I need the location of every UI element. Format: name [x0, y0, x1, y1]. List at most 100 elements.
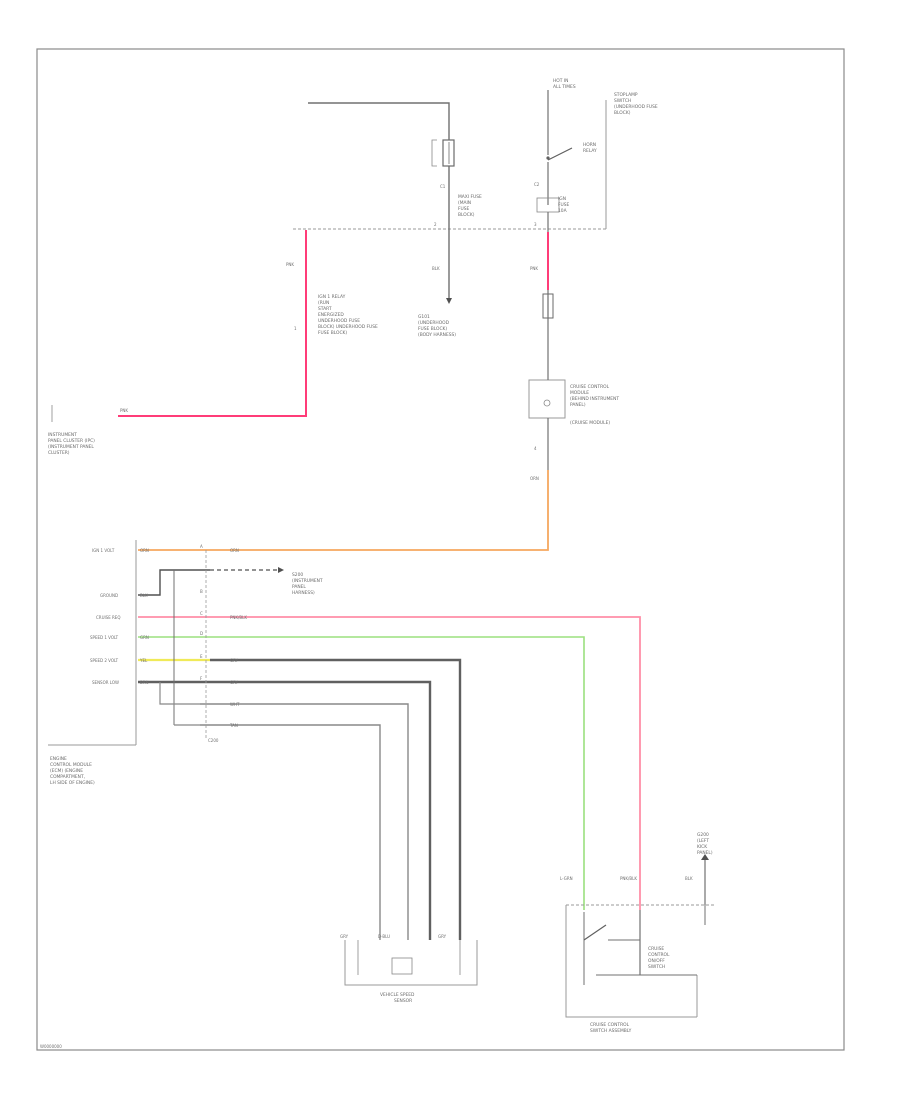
svg-text:STOPLAMP: STOPLAMP	[614, 92, 638, 98]
wire-grn	[138, 636, 585, 910]
svg-text:(UNDERHOOD: (UNDERHOOD	[418, 320, 450, 326]
svg-text:SENSOR LOW: SENSOR LOW	[92, 680, 119, 685]
svg-text:FUSE BLOCK): FUSE BLOCK)	[418, 326, 447, 332]
svg-text:KICK: KICK	[697, 844, 707, 850]
svg-text:UNDERHOOD FUSE: UNDERHOOD FUSE	[318, 318, 360, 324]
svg-text:ON/OFF: ON/OFF	[648, 958, 665, 964]
svg-text:A: A	[200, 544, 203, 549]
svg-text:4: 4	[534, 446, 537, 451]
svg-text:(LEFT: (LEFT	[697, 838, 709, 844]
ground-right-icon	[701, 854, 709, 860]
svg-text:GRY: GRY	[340, 934, 349, 939]
svg-text:SWITCH: SWITCH	[648, 964, 665, 970]
svg-text:FUSE: FUSE	[558, 202, 570, 208]
svg-text:LH SIDE OF ENGINE): LH SIDE OF ENGINE)	[50, 780, 95, 786]
svg-text:RELAY: RELAY	[583, 148, 597, 154]
svg-text:HARNESS): HARNESS)	[292, 590, 315, 596]
svg-text:FUSE BLOCK): FUSE BLOCK)	[318, 330, 347, 336]
svg-text:E: E	[200, 654, 203, 659]
svg-text:CRUISE REQ: CRUISE REQ	[96, 615, 120, 620]
wire-pnk-blk	[138, 616, 641, 910]
relay-contact-icon	[547, 147, 573, 161]
svg-text:SWITCH ASSEMBLY: SWITCH ASSEMBLY	[590, 1028, 632, 1034]
svg-text:10A: 10A	[558, 208, 567, 214]
label-ground-right: G200 (LEFT KICK PANEL)	[697, 832, 713, 856]
svg-text:IGN: IGN	[558, 196, 566, 202]
label-ground-left: G101 (UNDERHOOD FUSE BLOCK) (BODY HARNES…	[418, 314, 456, 338]
svg-text:GRY: GRY	[230, 680, 239, 685]
svg-text:ORN: ORN	[140, 548, 149, 553]
cruise-module-box	[528, 379, 566, 419]
svg-text:ENGINE: ENGINE	[50, 756, 67, 762]
svg-text:1: 1	[294, 326, 297, 331]
svg-text:GRY: GRY	[438, 934, 447, 939]
svg-text:HORN: HORN	[583, 142, 596, 148]
svg-text:PNK/BLK: PNK/BLK	[620, 876, 637, 881]
svg-text:PNK/BLK: PNK/BLK	[230, 615, 247, 620]
svg-text:CRUISE: CRUISE	[648, 946, 664, 952]
wire-gry-1	[210, 658, 462, 940]
svg-text:INSTRUMENT: INSTRUMENT	[48, 432, 77, 438]
label-speed-sensor: VEHICLE SPEED SENSOR	[380, 992, 415, 1004]
svg-text:PANEL): PANEL)	[697, 850, 713, 856]
splice-arrow-icon	[278, 567, 284, 573]
svg-text:COMPARTMENT,: COMPARTMENT,	[50, 774, 85, 780]
svg-text:G200: G200	[697, 832, 709, 838]
svg-text:CLUSTER): CLUSTER)	[48, 450, 70, 456]
label-splice: S200 (INSTRUMENT PANEL HARNESS)	[292, 572, 323, 596]
svg-text:(INSTRUMENT PANEL: (INSTRUMENT PANEL	[48, 444, 94, 450]
svg-text:HOT IN: HOT IN	[553, 78, 568, 84]
svg-text:MAXI FUSE: MAXI FUSE	[458, 194, 482, 200]
svg-text:D-BLU: D-BLU	[378, 934, 390, 939]
wire-code-labels: PNK BLK ORN ORN BLK PNK/BLK GRN YEL GRY …	[120, 262, 693, 939]
svg-text:GRN: GRN	[140, 635, 149, 640]
speed-sensor-box	[344, 940, 478, 986]
wire-gry-2	[138, 680, 432, 940]
wire-top-feed	[308, 102, 450, 130]
svg-text:L-GRN: L-GRN	[560, 876, 573, 881]
svg-text:C1: C1	[440, 184, 446, 189]
svg-text:IGN 1 VOLT: IGN 1 VOLT	[92, 548, 115, 553]
svg-text:TAN: TAN	[229, 723, 238, 728]
svg-text:PANEL: PANEL	[292, 584, 306, 590]
svg-text:PANEL CLUSTER (IPC): PANEL CLUSTER (IPC)	[48, 438, 95, 444]
svg-text:(BEHIND INSTRUMENT: (BEHIND INSTRUMENT	[570, 396, 619, 402]
svg-text:SENSOR: SENSOR	[394, 998, 412, 1004]
label-stoplamp-switch: STOPLAMP SWITCH (UNDERHOOD FUSE BLOCK)	[614, 92, 658, 116]
svg-text:PNK: PNK	[530, 266, 538, 271]
speed-sensor-icon	[391, 957, 413, 975]
svg-text:(MAIN: (MAIN	[458, 200, 471, 206]
label-instrument-cluster: INSTRUMENT PANEL CLUSTER (IPC) (INSTRUME…	[48, 432, 95, 456]
label-horn-relay: HORN RELAY	[583, 142, 597, 154]
wire-gry-4	[200, 724, 381, 940]
svg-text:ALL TIMES: ALL TIMES	[553, 84, 576, 90]
label-cruise-module: CRUISE CONTROL MODULE (BEHIND INSTRUMENT…	[570, 384, 619, 426]
wire-pnk-left	[118, 230, 307, 417]
svg-text:ORN: ORN	[530, 476, 539, 481]
svg-text:GROUND: GROUND	[100, 593, 118, 598]
cruise-module-icon	[543, 399, 551, 407]
label-switch-block: CRUISE CONTROL ON/OFF SWITCH	[648, 946, 670, 970]
svg-text:FUSE: FUSE	[458, 206, 470, 212]
svg-text:F: F	[200, 676, 203, 681]
wire-orn	[138, 470, 549, 551]
label-relay: IGN 1 RELAY (RUN START ENERGIZED UNDERHO…	[318, 294, 378, 336]
svg-text:(ECM) (ENGINE: (ECM) (ENGINE	[50, 768, 83, 774]
svg-text:SWITCH: SWITCH	[614, 98, 631, 104]
svg-text:3: 3	[534, 222, 537, 227]
svg-text:CRUISE CONTROL: CRUISE CONTROL	[570, 384, 610, 390]
svg-text:CONTROL: CONTROL	[648, 952, 670, 958]
svg-text:YEL: YEL	[139, 658, 148, 663]
svg-text:BLOCK): BLOCK)	[458, 212, 475, 218]
svg-text:(INSTRUMENT: (INSTRUMENT	[292, 578, 323, 584]
svg-text:G101: G101	[418, 314, 430, 320]
ecm-pin-labels: IGN 1 VOLT GROUND CRUISE REQ SPEED 1 VOL…	[90, 548, 120, 685]
svg-text:BLK: BLK	[432, 266, 440, 271]
wire-gry-3	[200, 703, 409, 940]
svg-text:START: START	[318, 306, 332, 312]
svg-text:2: 2	[434, 222, 437, 227]
connector-pin-labels: A B C D E F C200 1 2 3 4 C1 C2	[200, 182, 540, 743]
svg-text:BLOCK): BLOCK)	[614, 110, 631, 116]
svg-text:D: D	[200, 631, 203, 636]
